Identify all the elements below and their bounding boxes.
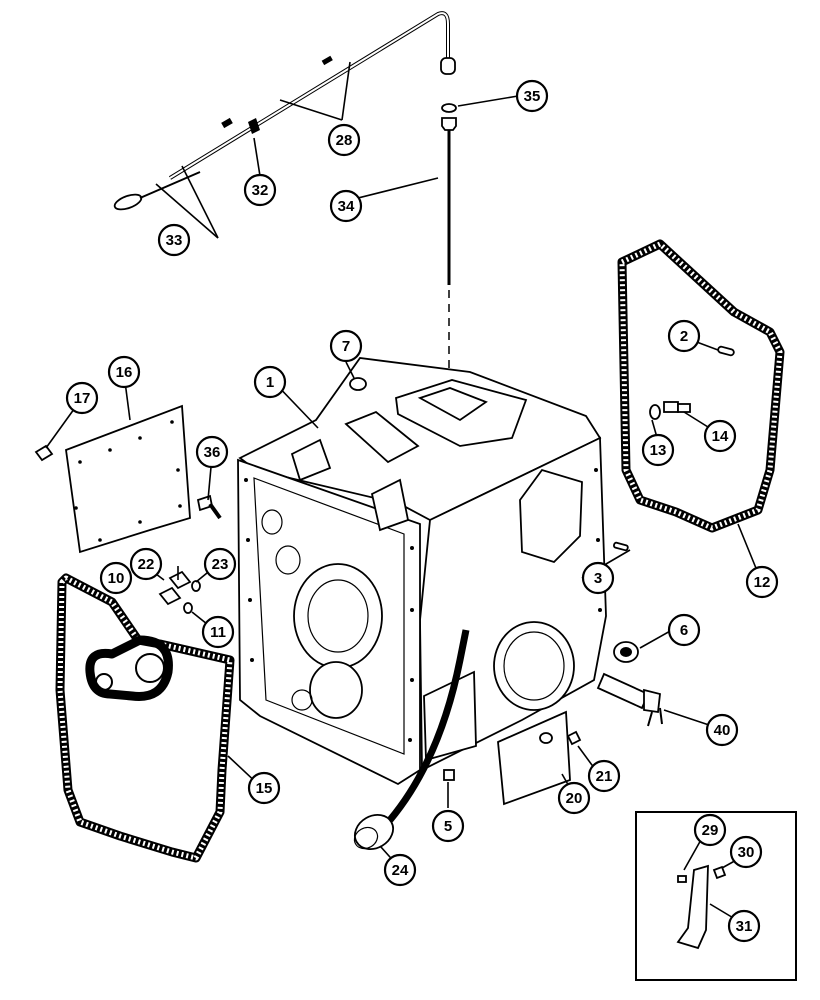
svg-text:13: 13 [650,442,667,459]
callout-14: 14 [703,419,737,453]
svg-text:34: 34 [338,198,355,215]
callout-3: 3 [581,561,615,595]
callout-12: 12 [745,565,779,599]
svg-text:30: 30 [738,844,755,861]
tube-clip [248,118,260,134]
svg-text:23: 23 [212,556,229,573]
svg-text:10: 10 [108,570,125,587]
breather-tube [113,11,456,211]
plug-and-washer [158,586,193,614]
callout-6: 6 [667,613,701,647]
callout-11: 11 [201,615,235,649]
callout-2: 2 [667,319,701,353]
svg-text:33: 33 [166,232,183,249]
svg-text:2: 2 [680,328,688,345]
pin [613,541,629,552]
callout-17: 17 [65,381,99,415]
svg-text:20: 20 [566,790,583,807]
callout-7: 7 [329,329,363,363]
svg-text:6: 6 [680,622,688,639]
svg-text:1: 1 [266,374,274,391]
callout-13: 13 [641,433,675,467]
callout-5: 5 [431,809,465,843]
svg-text:35: 35 [524,88,541,105]
dowel-pin [717,345,735,357]
callout-15: 15 [247,771,281,805]
filter-and-hose [353,629,470,850]
callout-24: 24 [383,853,417,887]
svg-text:29: 29 [702,822,719,839]
svg-text:28: 28 [336,132,353,149]
side-cover-plate [65,404,191,554]
callout-10: 10 [99,561,133,595]
callout-1: 1 [253,365,287,399]
callout-31: 31 [727,909,761,943]
svg-text:17: 17 [74,390,91,407]
seal-bushing [613,641,639,663]
svg-text:16: 16 [116,364,133,381]
callout-21: 21 [587,759,621,793]
callout-20: 20 [557,781,591,815]
callout-29: 29 [693,813,727,847]
svg-text:5: 5 [444,818,452,835]
svg-text:21: 21 [596,768,613,785]
svg-text:32: 32 [252,182,269,199]
callout-30: 30 [729,835,763,869]
svg-text:15: 15 [256,780,273,797]
fitting-and-washer [168,570,201,592]
callout-23: 23 [203,547,237,581]
svg-text:3: 3 [594,570,602,587]
inspection-cover [497,710,571,806]
transmission-housing [237,357,607,786]
callout-40: 40 [705,713,739,747]
svg-text:36: 36 [204,444,221,461]
svg-text:40: 40 [714,722,731,739]
drain-plug [443,769,455,781]
svg-text:12: 12 [754,574,771,591]
svg-text:22: 22 [138,556,155,573]
callout-28: 28 [327,123,361,157]
cover-bolt [34,444,54,462]
svg-text:7: 7 [342,338,350,355]
callout-35: 35 [515,79,549,113]
sender-unit [596,672,663,727]
svg-text:24: 24 [392,862,409,879]
bolt-and-washer [649,401,691,420]
front-gasket [55,573,235,863]
nut [349,377,367,391]
callout-33: 33 [157,223,191,257]
svg-text:11: 11 [210,624,226,641]
long-bolt [196,494,222,520]
callout-36: 36 [195,435,229,469]
cover-screw [566,730,582,746]
svg-text:14: 14 [712,428,729,445]
callout-34: 34 [329,189,363,223]
rear-cover-gasket [617,239,785,533]
callout-22: 22 [129,547,163,581]
svg-text:31: 31 [736,918,753,935]
callout-32: 32 [243,173,277,207]
callout-16: 16 [107,355,141,389]
